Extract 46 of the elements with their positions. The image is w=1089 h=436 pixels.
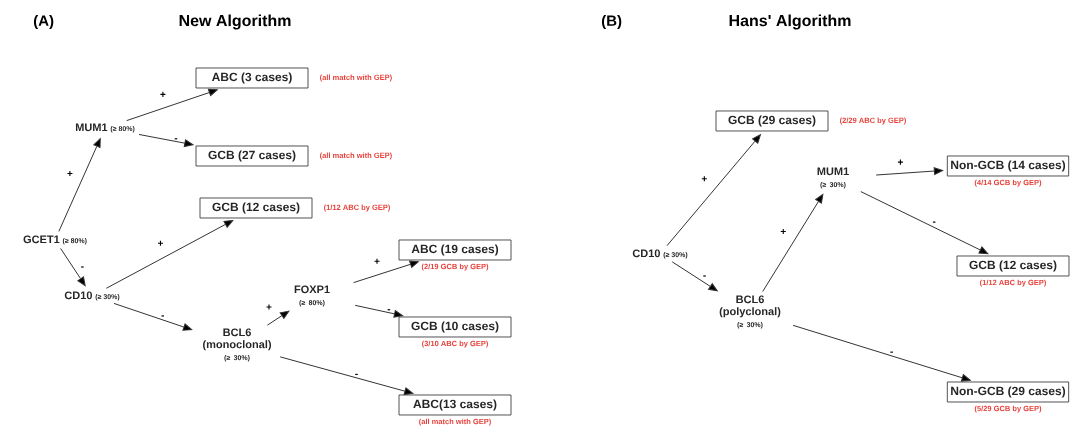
edge-label: + xyxy=(67,170,73,176)
result-box: GCB (12 cases) xyxy=(199,197,313,219)
edge-label: + xyxy=(701,176,707,182)
arrow xyxy=(138,133,194,148)
edge-label: + xyxy=(158,240,163,246)
arrow xyxy=(792,324,971,382)
result-box: GCB (27 cases) xyxy=(195,145,309,167)
arrow xyxy=(126,88,218,122)
edge-label: - xyxy=(81,266,84,268)
arrow xyxy=(105,220,234,289)
arrow xyxy=(666,134,761,247)
arrow xyxy=(279,356,414,395)
edge-label: - xyxy=(161,315,165,317)
edge-label: - xyxy=(703,275,706,277)
result-box: Non-GCB (29 cases) xyxy=(946,381,1070,403)
edge-label: - xyxy=(890,351,893,353)
result-box: GCB (10 cases) xyxy=(398,316,512,338)
arrow xyxy=(353,260,419,284)
edge-label: + xyxy=(780,228,786,234)
edge-label: - xyxy=(387,309,391,311)
edge-label: - xyxy=(932,221,936,223)
edge-label: - xyxy=(355,373,358,376)
panel-title: Hans' Algorithm xyxy=(729,14,851,30)
result-box: GCB (12 cases) xyxy=(956,255,1070,277)
arrow xyxy=(266,310,290,326)
arrow xyxy=(671,261,718,292)
arrow xyxy=(875,167,944,176)
result-box: ABC (3 cases) xyxy=(195,67,309,89)
arrow xyxy=(860,191,989,255)
edge-label: + xyxy=(266,304,272,310)
result-box: ABC (19 cases) xyxy=(398,239,512,261)
arrow xyxy=(113,302,193,331)
panel-letter: (A) xyxy=(33,15,54,29)
arrow xyxy=(354,304,404,318)
result-box: ABC(13 cases) xyxy=(398,394,512,416)
edge-label: + xyxy=(897,159,903,165)
result-box: Non-GCB (14 cases) xyxy=(946,155,1070,177)
result-box: GCB (29 cases) xyxy=(715,110,829,132)
panel-title: New Algorithm xyxy=(179,14,291,30)
arrow xyxy=(58,138,101,232)
arrow xyxy=(762,193,824,292)
edge-label: + xyxy=(374,258,380,264)
edge-label: + xyxy=(160,91,166,97)
panel-letter: (B) xyxy=(601,15,622,29)
edge-label: - xyxy=(174,138,178,140)
arrow xyxy=(60,247,86,287)
